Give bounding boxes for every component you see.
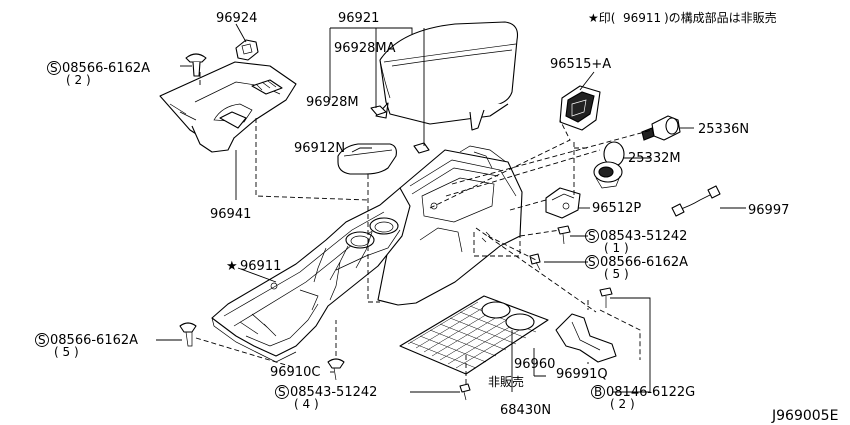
fastener-2-code: 08543-51242 [600, 229, 687, 244]
clip-illustration-1 [185, 53, 207, 77]
fastener-callout-2: S 08543-51242 ( 1 ) [585, 229, 687, 255]
label-25332m: 25332M [628, 151, 681, 166]
label-96960: 96960 [514, 357, 555, 372]
label-96910c: 96910C [270, 365, 320, 380]
fastener-4-qty: ( 5 ) [54, 345, 79, 359]
star-96911: ★ [226, 259, 238, 274]
fastener-callout-1: S 08566-6162A ( 2 ) [47, 61, 150, 87]
label-96941: 96941 [210, 207, 251, 222]
leader-lines [156, 23, 746, 393]
fastener-1-symbol: S [50, 61, 58, 75]
fastener-5-qty: ( 4 ) [294, 397, 319, 411]
note-suffix: )の構成部品は非販売 [664, 10, 777, 25]
armrest-lid-illustration [375, 21, 519, 131]
bracket-illustration [545, 187, 581, 219]
fastener-callout-5: S 08543-51242 ( 4 ) [275, 385, 377, 411]
fastener-2-symbol: S [588, 229, 596, 243]
screw-illustrations [179, 225, 613, 401]
fastener-6-code: 08146-6122G [606, 385, 695, 400]
fastener-1-code: 08566-6162A [62, 61, 150, 76]
fastener-callout-3: S 08566-6162A ( 5 ) [585, 255, 688, 281]
fastener-3-code: 08566-6162A [600, 255, 688, 270]
ashtray-illustration [559, 85, 601, 131]
rear-bracket-illustration [555, 313, 617, 363]
fastener-1-qty: ( 2 ) [66, 73, 91, 87]
label-96512p: 96512P [592, 201, 641, 216]
shift-boot-piece-illustration [235, 39, 259, 61]
fastener-6-symbol: B [594, 385, 602, 399]
label-96991q: 96991Q [556, 367, 608, 382]
fastener-5-code: 08543-51242 [290, 385, 377, 400]
upper-finisher-illustration [159, 61, 297, 153]
label-25336n: 25336N [698, 122, 749, 137]
fastener-callout-4: S 08566-6162A ( 5 ) [35, 333, 138, 359]
note-part: 96911 [623, 11, 661, 25]
non-sale-note: ★印( 96911 )の構成部品は非販売 [588, 10, 777, 25]
floor-mat-illustration [399, 295, 549, 375]
fastener-2-qty: ( 1 ) [604, 241, 629, 255]
label-96924: 96924 [216, 11, 257, 26]
drawing-id: J969005E [771, 408, 838, 424]
label-96928m: 96928M [306, 95, 359, 110]
label-96912n: 96912N [294, 141, 345, 156]
label-96911: 96911 [240, 259, 281, 274]
console-body-illustration [211, 145, 523, 363]
label-96515a: 96515+A [550, 57, 611, 72]
fastener-3-qty: ( 5 ) [604, 267, 629, 281]
socket-illustration [641, 115, 681, 141]
fastener-4-code: 08566-6162A [50, 333, 138, 348]
label-96928ma: 96928MA [334, 41, 396, 56]
label-96921: 96921 [338, 11, 379, 26]
label-hinbai: 非販売 [488, 374, 524, 389]
assembly-lines [195, 72, 653, 384]
fastener-3-symbol: S [588, 255, 596, 269]
fastener-4-symbol: S [38, 333, 46, 347]
lighter-illustration [593, 141, 625, 189]
label-68430n: 68430N [500, 403, 551, 418]
small-tray-illustration [337, 143, 397, 175]
hinge-pieces-illustration [370, 105, 430, 154]
label-96997: 96997 [748, 203, 789, 218]
fastener-5-symbol: S [278, 385, 286, 399]
note-prefix: ★印( [588, 11, 615, 25]
fastener-6-qty: ( 2 ) [610, 397, 635, 411]
fastener-callout-6: B 08146-6122G ( 2 ) [591, 385, 695, 411]
harness-illustration [671, 185, 721, 217]
